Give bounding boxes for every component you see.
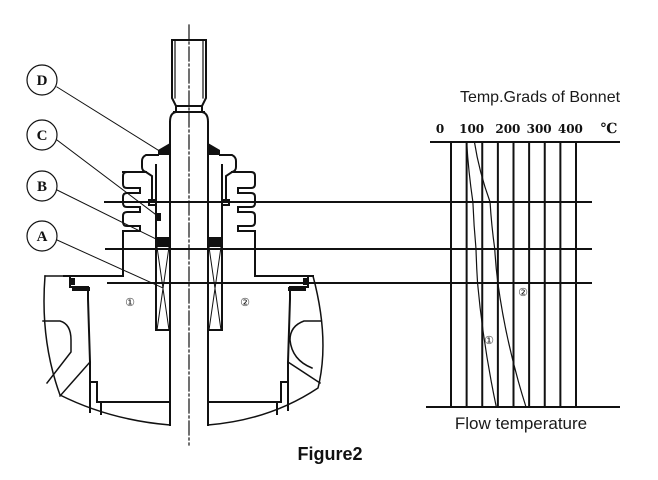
- body-seal: [70, 278, 308, 291]
- chart-tick-label: 400: [558, 122, 583, 136]
- valve-body: [42, 275, 324, 426]
- bonnet-outline: [63, 154, 314, 277]
- zone-label-2: ②: [240, 296, 250, 309]
- chart-series-line-2: [473, 141, 527, 408]
- callout-letter-b: B: [37, 179, 47, 195]
- callout-d: [26, 64, 159, 151]
- ring-b: [157, 237, 170, 247]
- chart-bottom-label: Flow temperature: [455, 414, 587, 433]
- stem-shaft: [168, 111, 210, 426]
- callout-letter-c: C: [37, 128, 48, 144]
- curve-label-2: ②: [518, 286, 528, 299]
- callout-c: [26, 119, 160, 218]
- chart-tick-label: 200: [495, 122, 520, 136]
- chart-tick-label: 0: [436, 122, 444, 136]
- chart-tick-labels: 0 100 200 300 400: [436, 122, 583, 136]
- ring-b-right: [208, 237, 221, 247]
- zone-label-1: ①: [125, 296, 135, 309]
- callout-b: [26, 170, 159, 241]
- curve-label-1: ①: [484, 334, 494, 347]
- figure-caption: Figure2: [297, 444, 362, 464]
- callout-a: [26, 220, 164, 289]
- chart-series: [466, 141, 527, 408]
- valve-drawing: [26, 24, 324, 446]
- chart-series-line-1: [466, 141, 497, 408]
- callout-letter-d: D: [37, 73, 48, 89]
- gland-seal-d: [158, 143, 220, 155]
- level-lines: [104, 201, 592, 284]
- chart-tick-label: 100: [459, 122, 484, 136]
- chart-unit-label: ℃: [601, 121, 618, 137]
- packing-area: [148, 164, 230, 331]
- chart-tick-label: 300: [527, 122, 552, 136]
- callout-letter-a: A: [37, 229, 48, 245]
- chart-title: Temp.Grads of Bonnet: [460, 89, 621, 106]
